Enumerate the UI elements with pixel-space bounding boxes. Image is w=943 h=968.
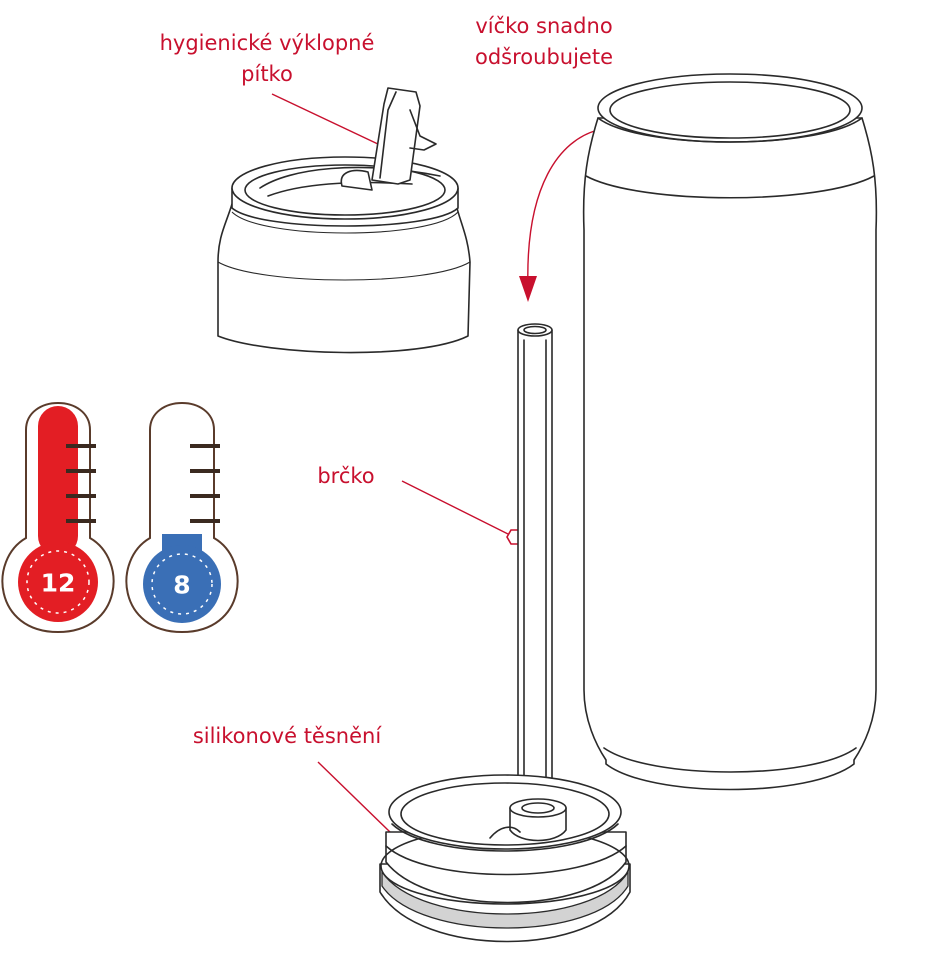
label-straw-flip-line1: hygienické výklopné [160, 31, 375, 55]
leader-line-gasket [317, 761, 391, 833]
unscrew-arrow-head [519, 276, 537, 302]
cold-hours-value: 8 [173, 571, 190, 600]
leader-line-straw [401, 480, 509, 535]
thermometer-hot: 12 [1, 402, 115, 634]
label-lid-unscrew-line1: víčko snadno [475, 14, 612, 38]
top-lid [217, 87, 471, 354]
label-straw: brčko [317, 464, 374, 488]
label-gasket: silikonové těsnění [193, 724, 383, 748]
label-lid-unscrew-line2: odšroubujete [475, 45, 613, 69]
hot-hours-value: 12 [41, 569, 76, 598]
straw [517, 323, 553, 811]
silicone-gasket [381, 869, 629, 929]
leader-line-straw-flip [271, 93, 381, 146]
unscrew-arrow [527, 129, 599, 289]
label-straw-flip-line2: pítko [241, 62, 293, 86]
bottom-lid [379, 774, 631, 943]
thermometer-cold: 8 [125, 402, 239, 634]
bottle-body [582, 73, 878, 791]
